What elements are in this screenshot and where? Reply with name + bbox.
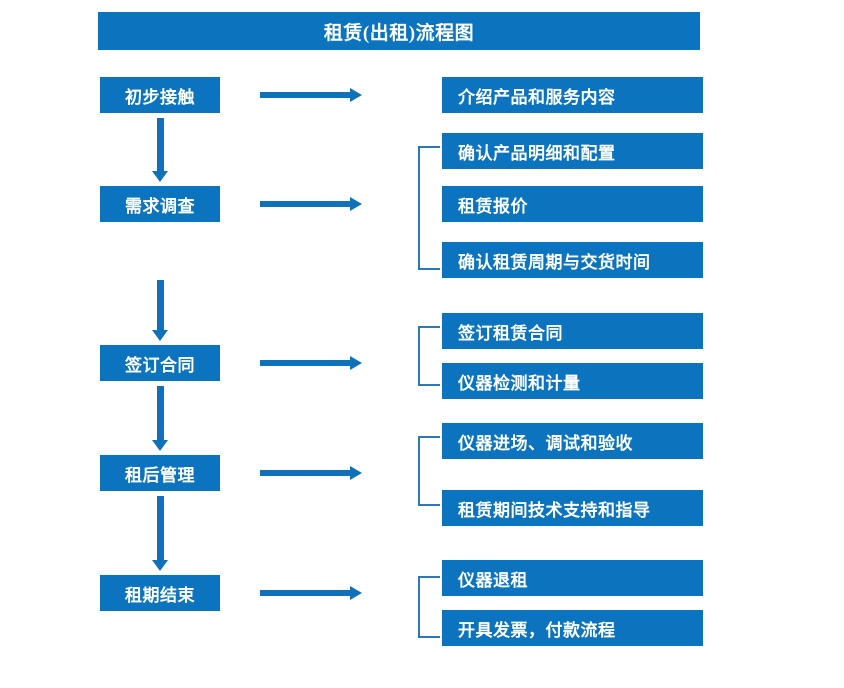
detail-box-instrument-inspection-metering[interactable]: 仪器检测和计量 <box>442 363 703 399</box>
horizontal-arrow-sign-contract <box>260 356 362 370</box>
bracket-sign-contract-group <box>418 326 440 386</box>
horizontal-arrow-needs-survey <box>260 197 362 211</box>
diagram-title: 租赁(出租)流程图 <box>98 12 700 50</box>
detail-box-sign-lease-contract[interactable]: 签订租赁合同 <box>442 313 703 349</box>
detail-box-rental-quotation[interactable]: 租赁报价 <box>442 186 703 222</box>
bracket-lease-end-group <box>418 576 440 638</box>
horizontal-arrow-initial-contact <box>260 88 362 102</box>
vertical-arrow-management-to-lease-end <box>152 496 168 571</box>
detail-box-confirm-product-details-config[interactable]: 确认产品明细和配置 <box>442 133 703 169</box>
detail-box-technical-support-guidance[interactable]: 租赁期间技术支持和指导 <box>442 490 703 526</box>
detail-box-invoice-payment-process[interactable]: 开具发票，付款流程 <box>442 610 703 646</box>
bracket-needs-survey-group <box>418 146 440 270</box>
vertical-arrow-contract-to-management <box>152 386 168 451</box>
vertical-arrow-survey-to-contract <box>152 280 168 341</box>
bracket-post-rental-group <box>418 436 440 506</box>
detail-box-introduce-products-services[interactable]: 介绍产品和服务内容 <box>442 77 703 113</box>
detail-box-instrument-entry-commissioning-acceptance[interactable]: 仪器进场、调试和验收 <box>442 423 703 459</box>
stage-box-post-rental-management[interactable]: 租后管理 <box>100 455 220 491</box>
detail-box-confirm-lease-period-delivery[interactable]: 确认租赁周期与交货时间 <box>442 242 703 278</box>
stage-box-initial-contact[interactable]: 初步接触 <box>100 77 220 113</box>
stage-box-needs-survey[interactable]: 需求调查 <box>100 186 220 222</box>
vertical-arrow-contact-to-survey <box>152 118 168 182</box>
stage-box-lease-end[interactable]: 租期结束 <box>100 575 220 611</box>
horizontal-arrow-post-rental-management <box>260 466 362 480</box>
detail-box-instrument-return[interactable]: 仪器退租 <box>442 560 703 596</box>
horizontal-arrow-lease-end <box>260 586 362 600</box>
stage-box-sign-contract[interactable]: 签订合同 <box>100 345 220 381</box>
